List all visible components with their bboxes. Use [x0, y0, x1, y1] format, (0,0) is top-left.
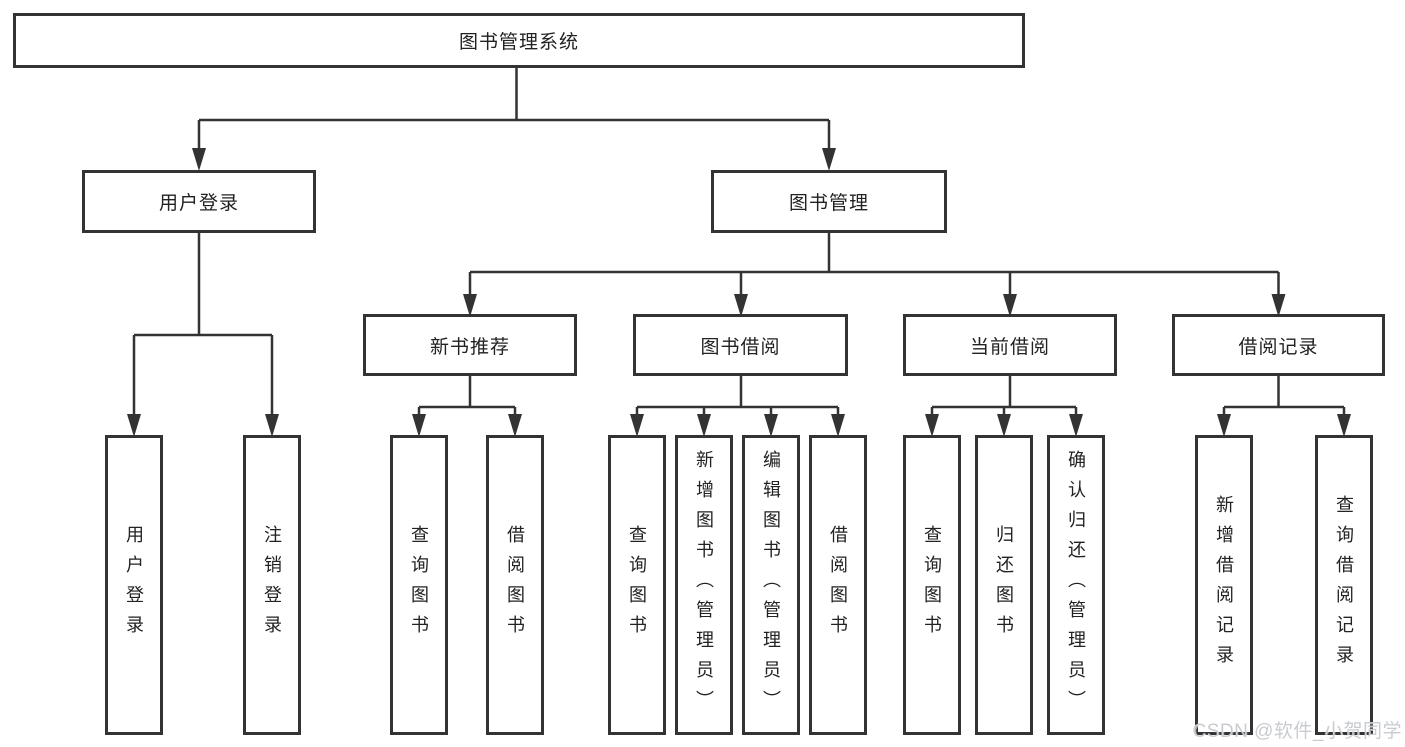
leaf-records-query-record: 查询借阅记录 — [1315, 435, 1373, 735]
leaf-borrow-borrow-books-label: 借阅图书 — [828, 525, 848, 645]
leaf-records-add-record: 新增借阅记录 — [1195, 435, 1253, 735]
leaf-current-confirm-return-admin: 确认归还（管理员） — [1047, 435, 1105, 735]
leaf-borrow-add-book-admin: 新增图书（管理员） — [675, 435, 733, 735]
leaf-current-query-books-label: 查询图书 — [922, 525, 942, 645]
leaf-borrow-edit-book-admin: 编辑图书（管理员） — [742, 435, 800, 735]
leaf-borrow-query-books: 查询图书 — [608, 435, 666, 735]
node-borrow-records: 借阅记录 — [1172, 314, 1385, 376]
leaf-current-return-books: 归还图书 — [975, 435, 1033, 735]
node-book-borrow: 图书借阅 — [633, 314, 848, 376]
node-new-book-recommend: 新书推荐 — [363, 314, 577, 376]
leaf-logout: 注销登录 — [243, 435, 301, 735]
leaf-current-query-books: 查询图书 — [903, 435, 961, 735]
leaf-current-return-books-label: 归还图书 — [994, 525, 1014, 645]
node-current-borrow: 当前借阅 — [903, 314, 1117, 376]
leaf-logout-label: 注销登录 — [262, 525, 282, 645]
node-root: 图书管理系统 — [13, 13, 1025, 68]
node-user-login: 用户登录 — [82, 170, 316, 233]
leaf-borrow-edit-book-admin-label: 编辑图书（管理员） — [761, 450, 781, 720]
leaf-user-login-label: 用户登录 — [124, 525, 144, 645]
leaf-user-login: 用户登录 — [105, 435, 163, 735]
leaf-records-query-record-label: 查询借阅记录 — [1334, 495, 1354, 675]
leaf-newbooks-query-books-label: 查询图书 — [409, 525, 429, 645]
leaf-newbooks-borrow-books: 借阅图书 — [486, 435, 544, 735]
leaf-records-add-record-label: 新增借阅记录 — [1214, 495, 1234, 675]
leaf-borrow-query-books-label: 查询图书 — [627, 525, 647, 645]
leaf-current-confirm-return-admin-label: 确认归还（管理员） — [1066, 450, 1086, 720]
node-book-management: 图书管理 — [711, 170, 947, 233]
leaf-borrow-add-book-admin-label: 新增图书（管理员） — [694, 450, 714, 720]
leaf-newbooks-borrow-books-label: 借阅图书 — [505, 525, 525, 645]
leaf-borrow-borrow-books: 借阅图书 — [809, 435, 867, 735]
leaf-newbooks-query-books: 查询图书 — [390, 435, 448, 735]
csdn-watermark: CSDN @软件_小贺同学 — [1192, 721, 1402, 742]
